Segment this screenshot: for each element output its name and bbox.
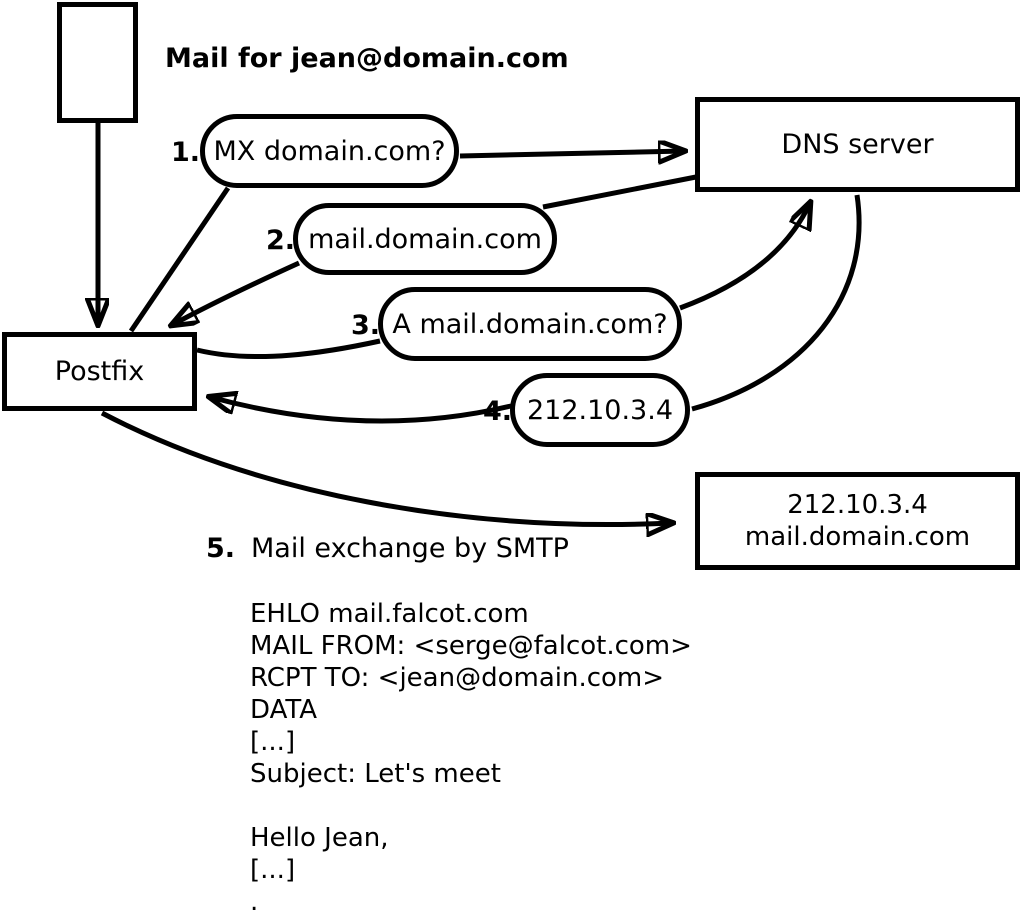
mail-server-node: 212.10.3.4 mail.domain.com [695,472,1020,570]
step1-query-pill: MX domain.com? [200,114,459,188]
smtp-line-blank [250,790,692,822]
connector-query3-to-dns [679,203,810,311]
mail-envelope-icon [57,2,138,123]
step3-query-pill: A mail.domain.com? [378,287,682,361]
step4-answer-pill: 212.10.3.4 [510,373,690,447]
smtp-line: EHLO mail.falcot.com [250,599,529,629]
step2-answer-pill: mail.domain.com [293,203,557,275]
connector-postfix-to-mailserver [100,410,672,525]
step5-label: Mail exchange by SMTP [251,533,569,564]
step2-answer-label: mail.domain.com [308,223,542,255]
connector-dns-to-answer4 [691,194,862,412]
dns-server-label: DNS server [781,129,934,160]
step4-number: 4. [482,396,512,427]
connector-query1-to-dns [459,151,684,156]
connector-answer2-to-postfix [172,260,301,325]
step4-answer-label: 212.10.3.4 [527,394,673,426]
step3-query-label: A mail.domain.com? [392,308,668,340]
step1-number: 1. [170,137,200,168]
connector-postfix-to-query1 [128,186,231,333]
postfix-node: Postfix [2,332,197,411]
mail-title-label: Mail for jean@domain.com [165,43,569,74]
smtp-line: DATA [250,695,317,725]
smtp-line: [...] [250,727,296,757]
connector-answer4-to-postfix [210,397,512,424]
connector-postfix-to-query3 [196,338,381,360]
dns-server-node: DNS server [695,97,1020,192]
mail-server-hostname-label: mail.domain.com [744,522,971,552]
smtp-line: MAIL FROM: <serge@falcot.com> [250,631,692,661]
connector-dns-to-answer2 [542,174,697,210]
step5-number: 5. [205,533,235,564]
postfix-label: Postfix [54,356,145,387]
smtp-session-transcript: EHLO mail.falcot.com MAIL FROM: <serge@f… [250,598,692,918]
step3-number: 3. [350,310,380,341]
smtp-line: Subject: Let's meet [250,759,501,789]
smtp-line: [...] [250,855,296,885]
smtp-line-end-dot: . [250,887,259,917]
step1-query-label: MX domain.com? [213,135,446,167]
smtp-line: RCPT TO: <jean@domain.com> [250,663,665,693]
step2-number: 2. [265,225,295,256]
smtp-line: Hello Jean, [250,823,389,853]
mail-server-ip-label: 212.10.3.4 [787,490,928,520]
